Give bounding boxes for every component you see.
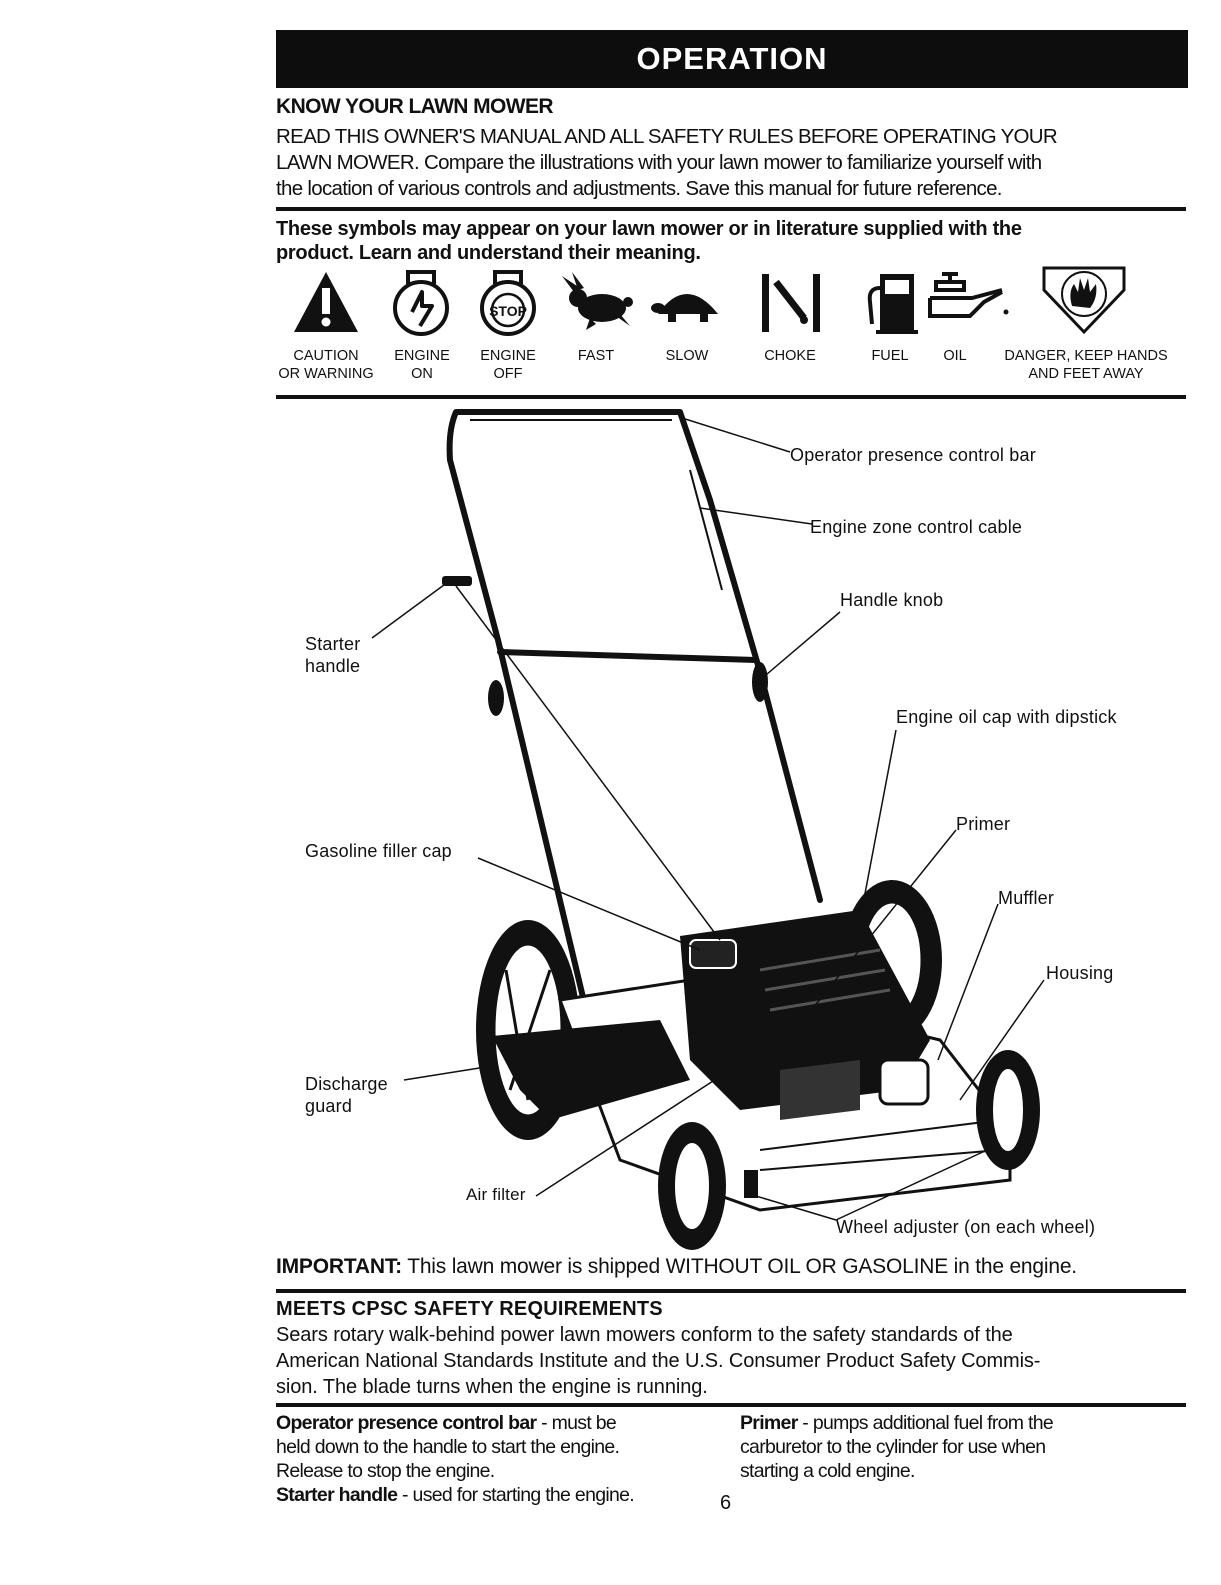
- label-line: OFF: [493, 366, 523, 382]
- rabbit-icon: [562, 272, 633, 330]
- important-text: This lawn mower is shipped WITHOUT OIL O…: [401, 1255, 1077, 1278]
- symbol-label-oil: OIL: [943, 348, 967, 364]
- oil-can-icon: [928, 272, 1009, 318]
- cpsc-heading: MEETS CPSC SAFETY REQUIREMENTS: [276, 1298, 663, 1320]
- choke-icon: [762, 274, 820, 332]
- stop-text: STOP: [489, 303, 527, 319]
- hand-danger-icon: [1042, 266, 1126, 335]
- definition-term: Operator presence control bar: [276, 1412, 537, 1434]
- symbol-label-fuel: FUEL: [871, 348, 909, 364]
- callout-line: Starter: [305, 634, 361, 654]
- definition-text: carburetor to the cylinder for use when: [740, 1436, 1046, 1458]
- cpsc-paragraph: Sears rotary walk-behind power lawn mowe…: [276, 1322, 1181, 1400]
- label-line: DANGER, KEEP HANDS: [1004, 348, 1168, 364]
- label-line: OR WARNING: [278, 366, 374, 382]
- definition-term: Primer: [740, 1412, 798, 1434]
- definition-text: Release to stop the engine.: [276, 1460, 495, 1482]
- definition-text: held down to the handle to start the eng…: [276, 1436, 620, 1458]
- callout-wheel-adjuster: Wheel adjuster (on each wheel): [836, 1217, 1096, 1237]
- symbol-label-fast: FAST: [577, 348, 615, 364]
- definition-term: Starter handle: [276, 1484, 398, 1506]
- label-line: ENGINE: [394, 348, 450, 364]
- label-line: ENGINE: [480, 348, 536, 364]
- callout-starter-handle: Starter handle: [305, 633, 360, 677]
- callout-housing: Housing: [1046, 963, 1114, 983]
- callout-engine-cable: Engine zone control cable: [810, 517, 1023, 537]
- divider: [276, 395, 1186, 399]
- symbol-label-engine-off: ENGINE OFF: [466, 347, 550, 383]
- callout-oil-cap: Engine oil cap with dipstick: [896, 707, 1117, 727]
- callout-air-filter: Air filter: [466, 1185, 526, 1204]
- important-note: IMPORTANT: This lawn mower is shipped WI…: [276, 1255, 1077, 1279]
- definition-text: - pumps additional fuel from the: [797, 1412, 1054, 1434]
- intro-paragraph: READ THIS OWNER'S MANUAL AND ALL SAFETY …: [276, 124, 1181, 202]
- callout-operator-bar: Operator presence control bar: [790, 445, 1036, 465]
- cpsc-line: American National Standards Institute an…: [276, 1350, 1041, 1372]
- callout-line: guard: [305, 1096, 353, 1116]
- cpsc-line: sion. The blade turns when the engine is…: [276, 1376, 708, 1398]
- definition-text: starting a cold engine.: [740, 1460, 915, 1482]
- divider: [276, 207, 1186, 211]
- definition-text: - used for starting the engine.: [397, 1484, 635, 1506]
- callout-muffler: Muffler: [998, 888, 1055, 908]
- intro-line: LAWN MOWER. Compare the illustrations wi…: [276, 151, 1042, 174]
- turtle-icon: [651, 294, 718, 322]
- intro-line: READ THIS OWNER'S MANUAL AND ALL SAFETY …: [276, 125, 1058, 148]
- important-label: IMPORTANT:: [276, 1255, 402, 1278]
- fuel-pump-icon: [867, 274, 918, 334]
- symbol-label-danger: DANGER, KEEP HANDS AND FEET AWAY: [988, 347, 1184, 383]
- label-line: AND FEET AWAY: [1028, 366, 1144, 382]
- cpsc-line: Sears rotary walk-behind power lawn mowe…: [276, 1324, 1013, 1346]
- page-number: 6: [720, 1492, 732, 1514]
- section-banner: OPERATION: [276, 30, 1188, 88]
- symbol-label-caution: CAUTION OR WARNING: [270, 347, 382, 383]
- callout-gas-cap: Gasoline filler cap: [305, 841, 452, 861]
- definition-primer: Primer - pumps additional fuel from the …: [740, 1411, 1180, 1483]
- engine-on-icon: [393, 270, 449, 336]
- divider: [276, 1289, 1186, 1293]
- engine-off-icon: STOP: [480, 270, 536, 336]
- symbol-label-slow: SLOW: [665, 348, 709, 364]
- callout-line: handle: [305, 656, 361, 676]
- callout-primer: Primer: [956, 814, 1011, 834]
- definition-operator-bar: Operator presence control bar - must be …: [276, 1411, 726, 1507]
- label-line: CAUTION: [293, 348, 359, 364]
- symbols-intro-line: product. Learn and understand their mean…: [276, 242, 701, 264]
- intro-line: the location of various controls and adj…: [276, 177, 1003, 200]
- know-heading: KNOW YOUR LAWN MOWER: [276, 95, 554, 118]
- callout-handle-knob: Handle knob: [840, 590, 944, 610]
- callout-line: Discharge: [305, 1074, 388, 1094]
- symbols-intro: These symbols may appear on your lawn mo…: [276, 217, 1181, 265]
- definition-text: - must be: [536, 1412, 617, 1434]
- callout-discharge-guard: Discharge guard: [305, 1073, 388, 1117]
- symbols-intro-line: These symbols may appear on your lawn mo…: [276, 218, 1022, 240]
- caution-triangle-icon: [294, 272, 358, 332]
- divider: [276, 1403, 1186, 1407]
- symbol-label-engine-on: ENGINE ON: [380, 347, 464, 383]
- symbol-label-choke: CHOKE: [764, 348, 816, 364]
- label-line: ON: [411, 366, 433, 382]
